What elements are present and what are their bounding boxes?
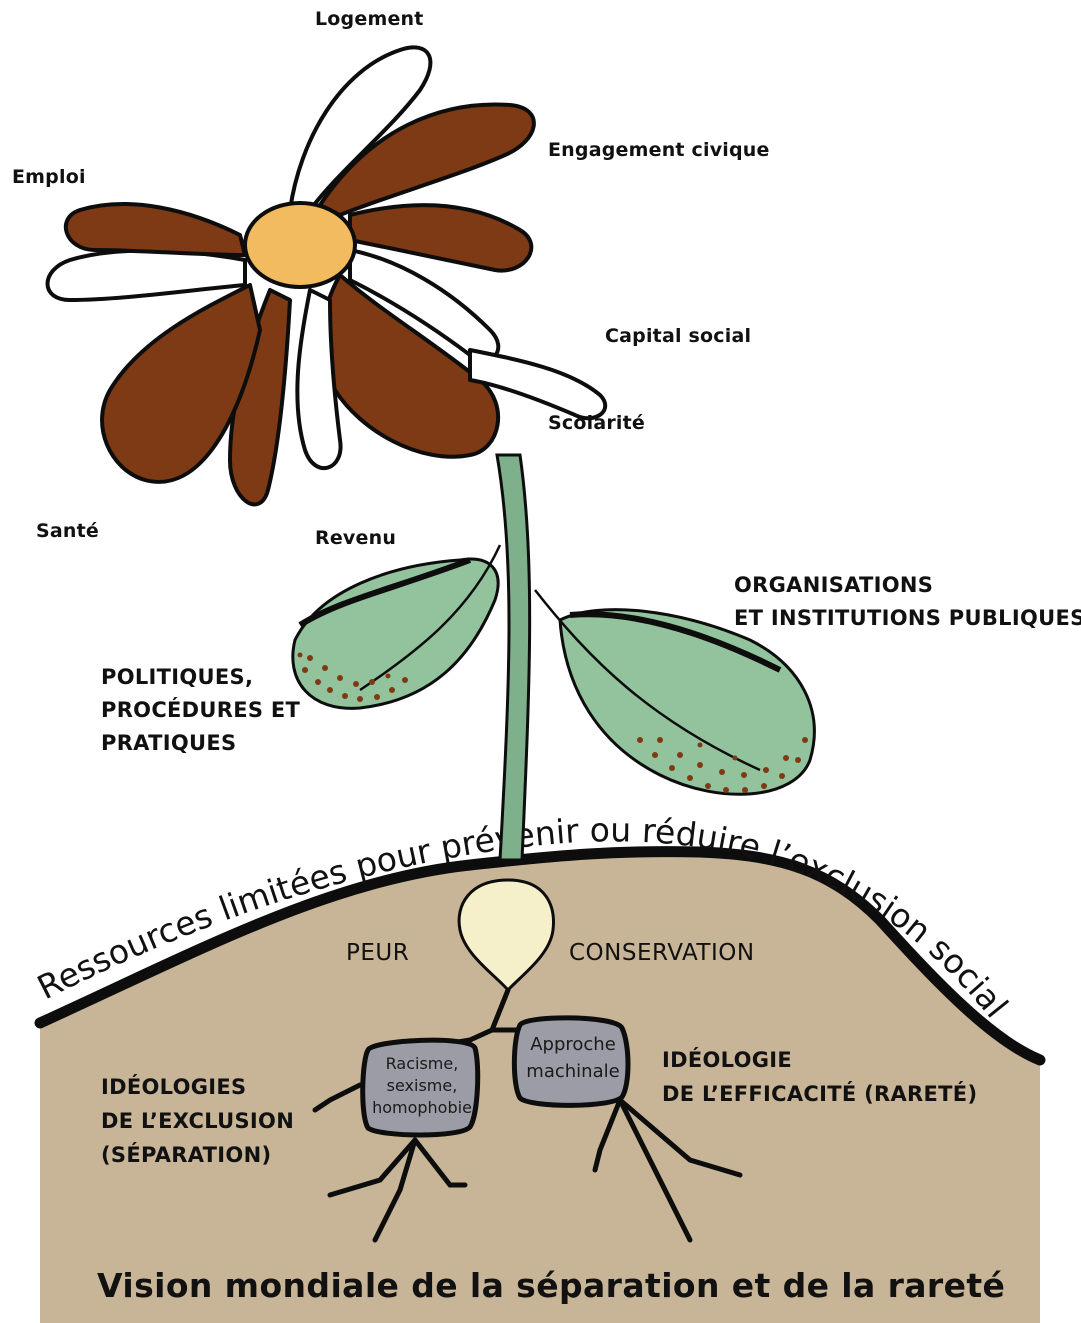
- leaf-label-politiques-line-1: POLITIQUES,: [101, 661, 300, 694]
- flower-center: [245, 203, 355, 287]
- leaf-label-politiques: POLITIQUES, PROCÉDURES ET PRATIQUES: [101, 661, 300, 760]
- root-label-exclusion-line-1: IDÉOLOGIES: [101, 1070, 294, 1104]
- stone-right-label: Approche machinale: [518, 1031, 628, 1085]
- root-label-exclusion-line-2: DE L’EXCLUSION: [101, 1104, 294, 1138]
- petal-label-capital-social: Capital social: [605, 325, 751, 347]
- leaf-label-politiques-line-3: PRATIQUES: [101, 727, 300, 760]
- soil-label-conservation: CONSERVATION: [569, 940, 755, 966]
- leaf-label-organisations-line-2: ET INSTITUTIONS PUBLIQUES: [734, 602, 1081, 635]
- root-label-efficacite-line-1: IDÉOLOGIE: [662, 1043, 977, 1077]
- petal-label-logement: Logement: [315, 8, 424, 30]
- petal-label-revenu: Revenu: [315, 527, 396, 549]
- stone-right-line-1: Approche: [518, 1031, 628, 1058]
- stone-left-line-3: homophobie: [366, 1097, 478, 1119]
- petal-label-scolarite: Scolarité: [548, 412, 645, 434]
- root-label-exclusion-line-3: (SÉPARATION): [101, 1138, 294, 1172]
- stone-left-label: Racisme, sexisme, homophobie: [366, 1053, 478, 1119]
- leaf-label-politiques-line-2: PROCÉDURES ET: [101, 694, 300, 727]
- petal-label-engagement-civique: Engagement civique: [548, 139, 770, 161]
- leaf-label-organisations-line-1: ORGANISATIONS: [734, 569, 1081, 602]
- root-label-efficacite: IDÉOLOGIE DE L’EFFICACITÉ (RARETÉ): [662, 1043, 977, 1111]
- left-leaf: [293, 545, 500, 708]
- stone-right-line-2: machinale: [518, 1058, 628, 1085]
- soil-label-peur: PEUR: [346, 940, 409, 966]
- petal-label-sante: Santé: [36, 520, 99, 542]
- leaf-label-organisations: ORGANISATIONS ET INSTITUTIONS PUBLIQUES: [734, 569, 1081, 635]
- root-label-exclusion: IDÉOLOGIES DE L’EXCLUSION (SÉPARATION): [101, 1070, 294, 1172]
- stem: [497, 455, 530, 860]
- stone-left-line-2: sexisme,: [366, 1075, 478, 1097]
- stone-left-line-1: Racisme,: [366, 1053, 478, 1075]
- petal-label-emploi: Emploi: [12, 166, 86, 188]
- bottom-title: Vision mondiale de la séparation et de l…: [97, 1266, 1005, 1305]
- root-label-efficacite-line-2: DE L’EFFICACITÉ (RARETÉ): [662, 1077, 977, 1111]
